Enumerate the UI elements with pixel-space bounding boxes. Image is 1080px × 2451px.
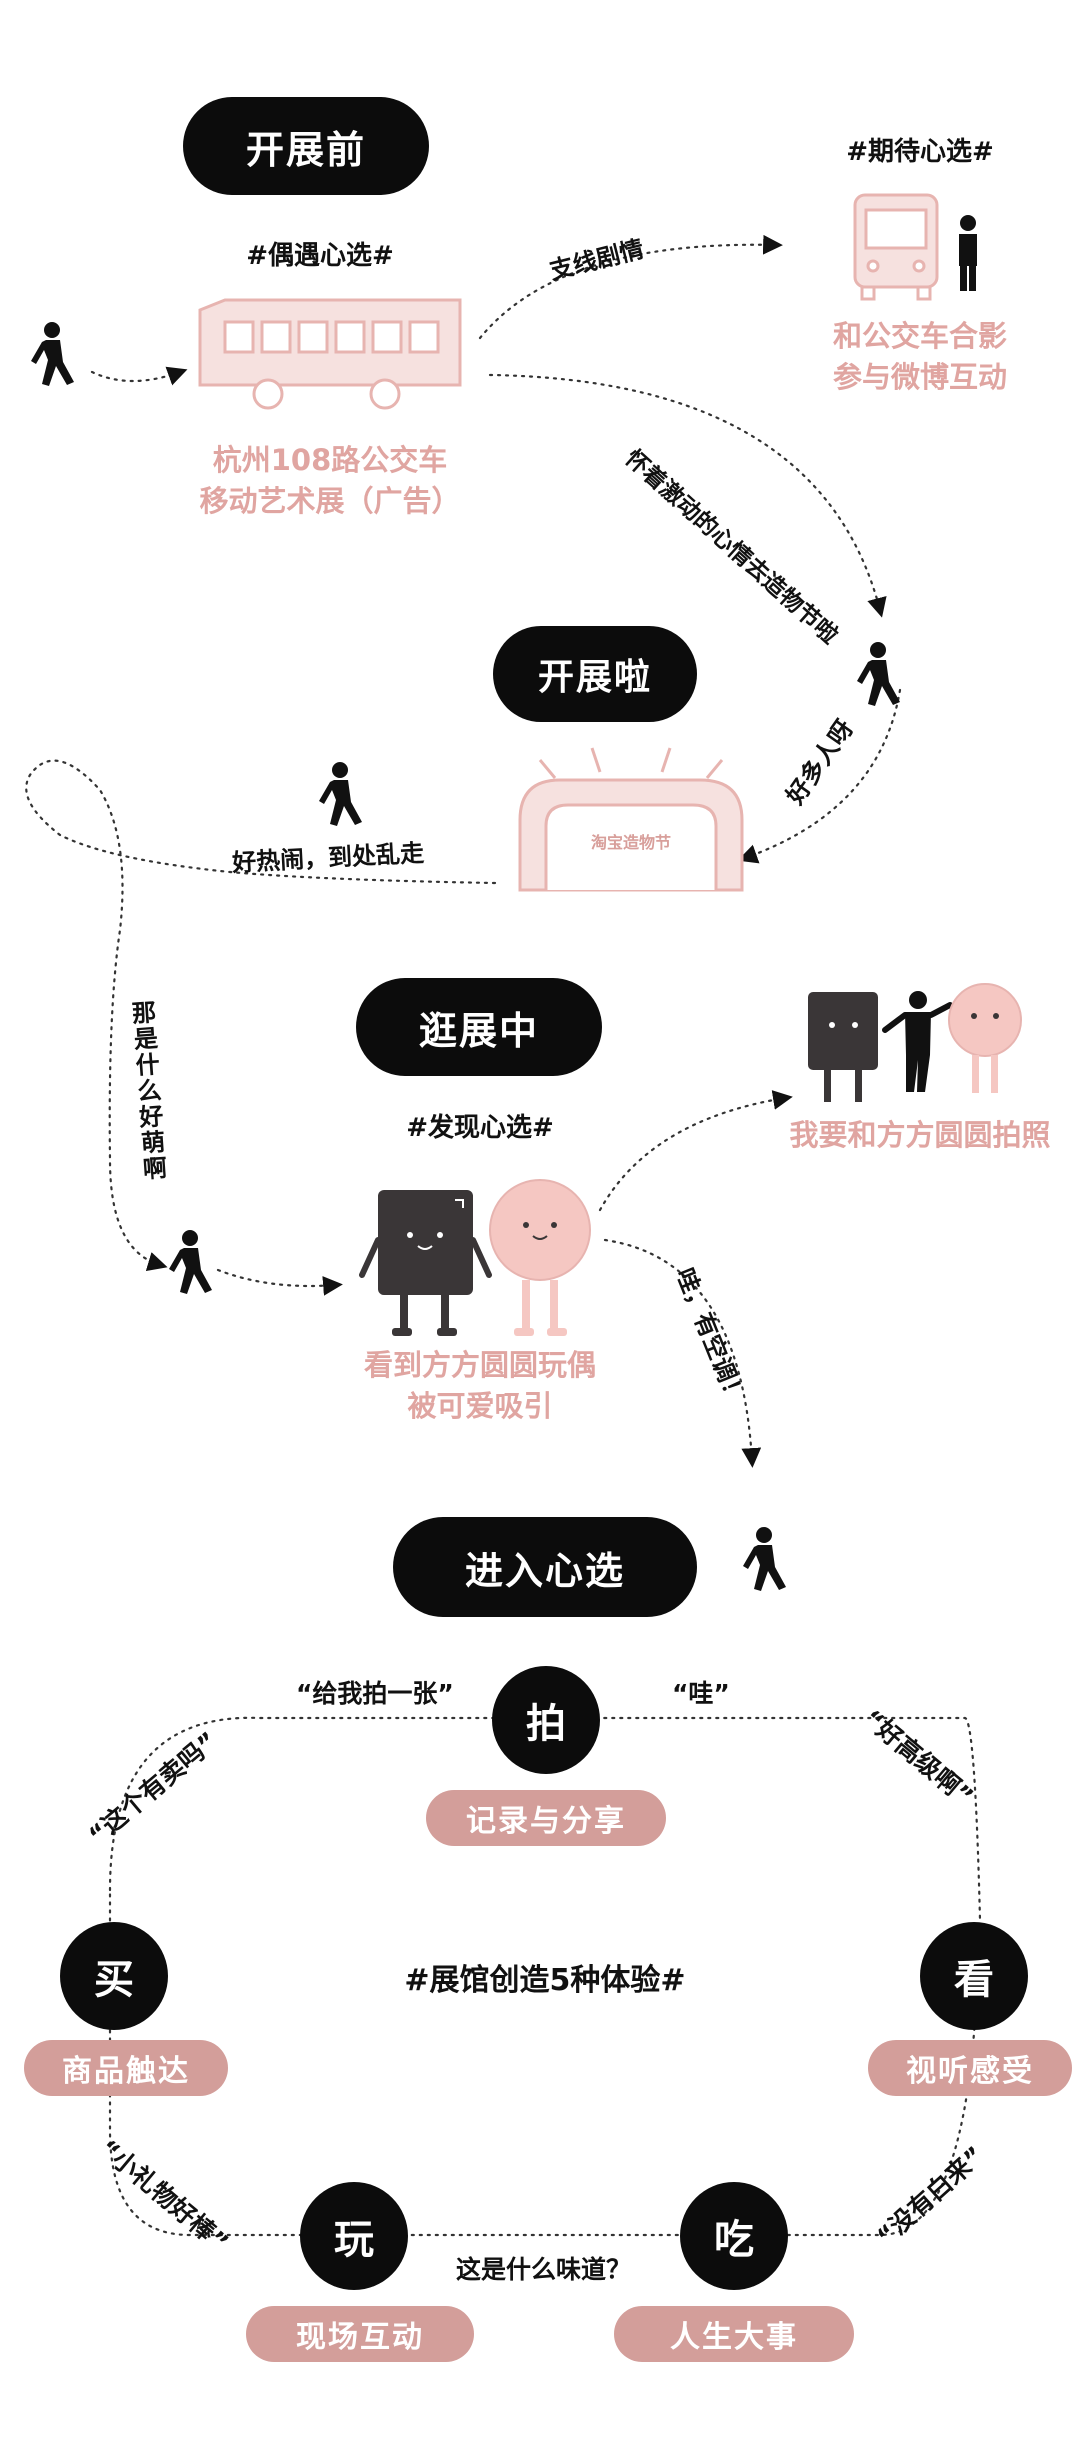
tag-discover: #发现心选#	[406, 1113, 554, 1143]
venue-illustration	[518, 747, 744, 892]
experience-play-label: 现场互动	[246, 2306, 474, 2362]
experience-watch-label: 视听感受	[868, 2040, 1072, 2096]
experience-photo-label: 记录与分享	[426, 1790, 666, 1846]
photo-caption-line2: 参与微博互动	[832, 359, 1007, 394]
tag-encounter: #偶遇心选#	[246, 241, 394, 271]
photo-caption-line1: 和公交车合影	[832, 319, 1007, 353]
experience-eat-label: 人生大事	[614, 2306, 854, 2362]
experience-play-circle: 玩	[300, 2182, 408, 2290]
path-side-story	[478, 234, 783, 340]
path-many-people	[737, 688, 902, 864]
photo-with-dolls-illustration	[808, 983, 1022, 1102]
dolls-illustration	[359, 1179, 591, 1336]
path-to-photo	[598, 1090, 793, 1212]
photo-dolls-caption: 我要和方方圆圆拍照	[789, 1118, 1051, 1152]
bus-caption-line1: 杭州108路公交车	[212, 443, 448, 477]
tag-expect: #期待心选#	[846, 137, 994, 167]
dolls-caption-line2: 被可爱吸引	[407, 1388, 553, 1423]
quote-wow: “哇”	[672, 1679, 730, 1708]
phase-before-pill: 开展前	[183, 97, 429, 195]
phase-enter-pill: 进入心选	[393, 1517, 697, 1617]
phase-opening-pill: 开展啦	[493, 626, 697, 722]
experience-watch-circle: 看	[920, 1922, 1028, 2030]
path-lively-loop	[25, 759, 497, 1272]
path-walk-to-bus	[90, 366, 188, 386]
photo-caption: 和公交车合影 参与微博互动	[800, 316, 1040, 397]
phase-browsing-pill: 逛展中	[356, 978, 602, 1076]
dolls-caption-line1: 看到方方圆圆玩偶	[363, 1348, 596, 1382]
bus-front-illustration	[853, 193, 939, 301]
venue-label: 淘宝造物节	[590, 833, 671, 852]
quote-take-photo: “给我拍一张”	[296, 1679, 454, 1708]
experience-photo-circle: 拍	[492, 1666, 600, 1774]
bus-caption-line2: 移动艺术展（广告）	[199, 483, 461, 518]
path-to-dolls	[216, 1268, 343, 1296]
bus-caption: 杭州108路公交车 移动艺术展（广告）	[150, 440, 510, 521]
experience-eat-circle: 吃	[680, 2182, 788, 2290]
experience-center-tag: #展馆创造5种体验#	[404, 1963, 686, 1998]
path-to-ac	[603, 1238, 762, 1468]
path-excited	[488, 373, 887, 618]
walker-icon	[31, 215, 977, 1591]
bus-illustration	[198, 298, 462, 410]
quote-what-taste: 这是什么味道？	[456, 2255, 632, 2284]
dolls-caption: 看到方方圆圆玩偶 被可爱吸引	[320, 1345, 640, 1426]
experience-buy-circle: 买	[60, 1922, 168, 2030]
experience-buy-label: 商品触达	[24, 2040, 228, 2096]
